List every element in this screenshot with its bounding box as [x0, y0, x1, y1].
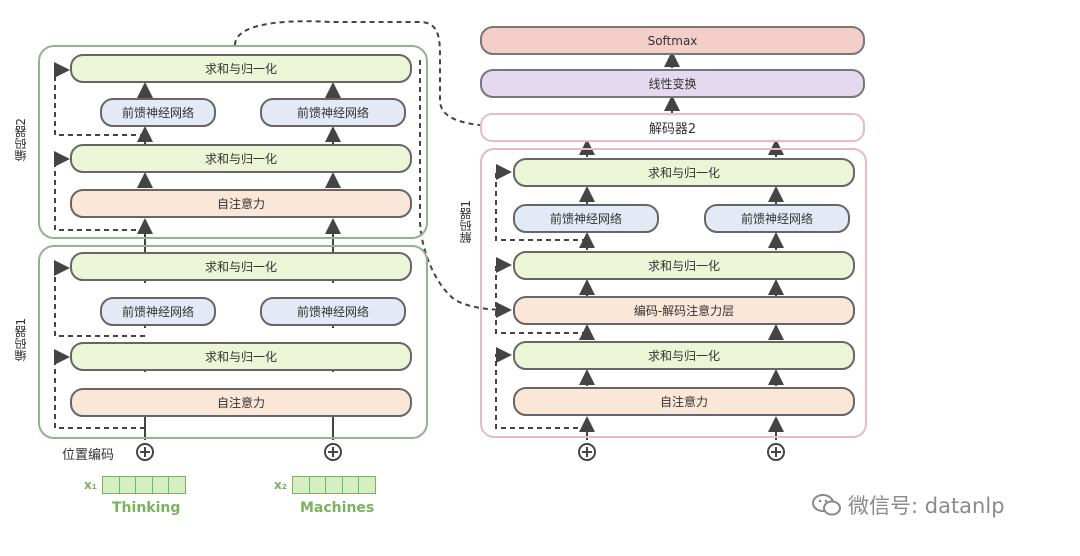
- encoder-2-add-norm-top: 求和与归一化: [70, 54, 412, 83]
- decoder-1-add-norm-bottom: 求和与归一化: [513, 341, 855, 370]
- softmax-layer: Softmax: [480, 26, 865, 55]
- word-machines: Machines: [300, 500, 375, 516]
- encoder-2-label: 编码器2: [14, 118, 28, 162]
- watermark-text: 微信号: datanlp: [848, 494, 1005, 518]
- positional-encoding-label: 位置编码: [62, 448, 115, 463]
- decoder-1-enc-dec-attention: 编码-解码注意力层: [513, 296, 855, 325]
- encoder-2-self-attention: 自注意力: [70, 189, 412, 218]
- word-thinking: Thinking: [112, 500, 181, 516]
- encoder-1-label: 编码器1: [14, 318, 28, 362]
- decoder-1-ffn-left: 前馈神经网络: [513, 204, 659, 233]
- encoder-1-add-norm-bottom: 求和与归一化: [70, 342, 412, 371]
- decoder-1-ffn-right: 前馈神经网络: [704, 204, 850, 233]
- encoder-1-frame: [38, 245, 428, 439]
- encoder-1-ffn-right: 前馈神经网络: [260, 297, 406, 326]
- add-icon: [578, 443, 596, 461]
- encoder-1-add-norm-top: 求和与归一化: [70, 252, 412, 281]
- x1-embedding: [102, 476, 186, 494]
- add-icon: [767, 443, 785, 461]
- x2-embedding: [292, 476, 376, 494]
- decoder-1-label: 解码器1: [459, 200, 473, 244]
- decoder-1-frame: [480, 148, 867, 438]
- add-icon: [324, 443, 342, 461]
- encoder-1-self-attention: 自注意力: [70, 388, 412, 417]
- encoder-2-ffn-left: 前馈神经网络: [100, 98, 216, 127]
- watermark: 微信号: datanlp: [812, 490, 1005, 520]
- linear-layer: 线性变换: [480, 69, 865, 98]
- encoder-1-ffn-left: 前馈神经网络: [100, 297, 216, 326]
- x2-label: x₂: [274, 478, 287, 492]
- wechat-icon: [812, 494, 841, 516]
- add-icon: [136, 443, 154, 461]
- decoder-1-add-norm-top: 求和与归一化: [513, 158, 855, 187]
- encoder-2-ffn-right: 前馈神经网络: [260, 98, 406, 127]
- encoder-2-add-norm-bottom: 求和与归一化: [70, 144, 412, 173]
- decoder-1-add-norm-mid: 求和与归一化: [513, 251, 855, 280]
- encoder-2-frame: [38, 45, 428, 239]
- decoder-2-block: 解码器2: [480, 113, 865, 142]
- x1-label: x₁: [84, 478, 97, 492]
- decoder-1-self-attention: 自注意力: [513, 387, 855, 416]
